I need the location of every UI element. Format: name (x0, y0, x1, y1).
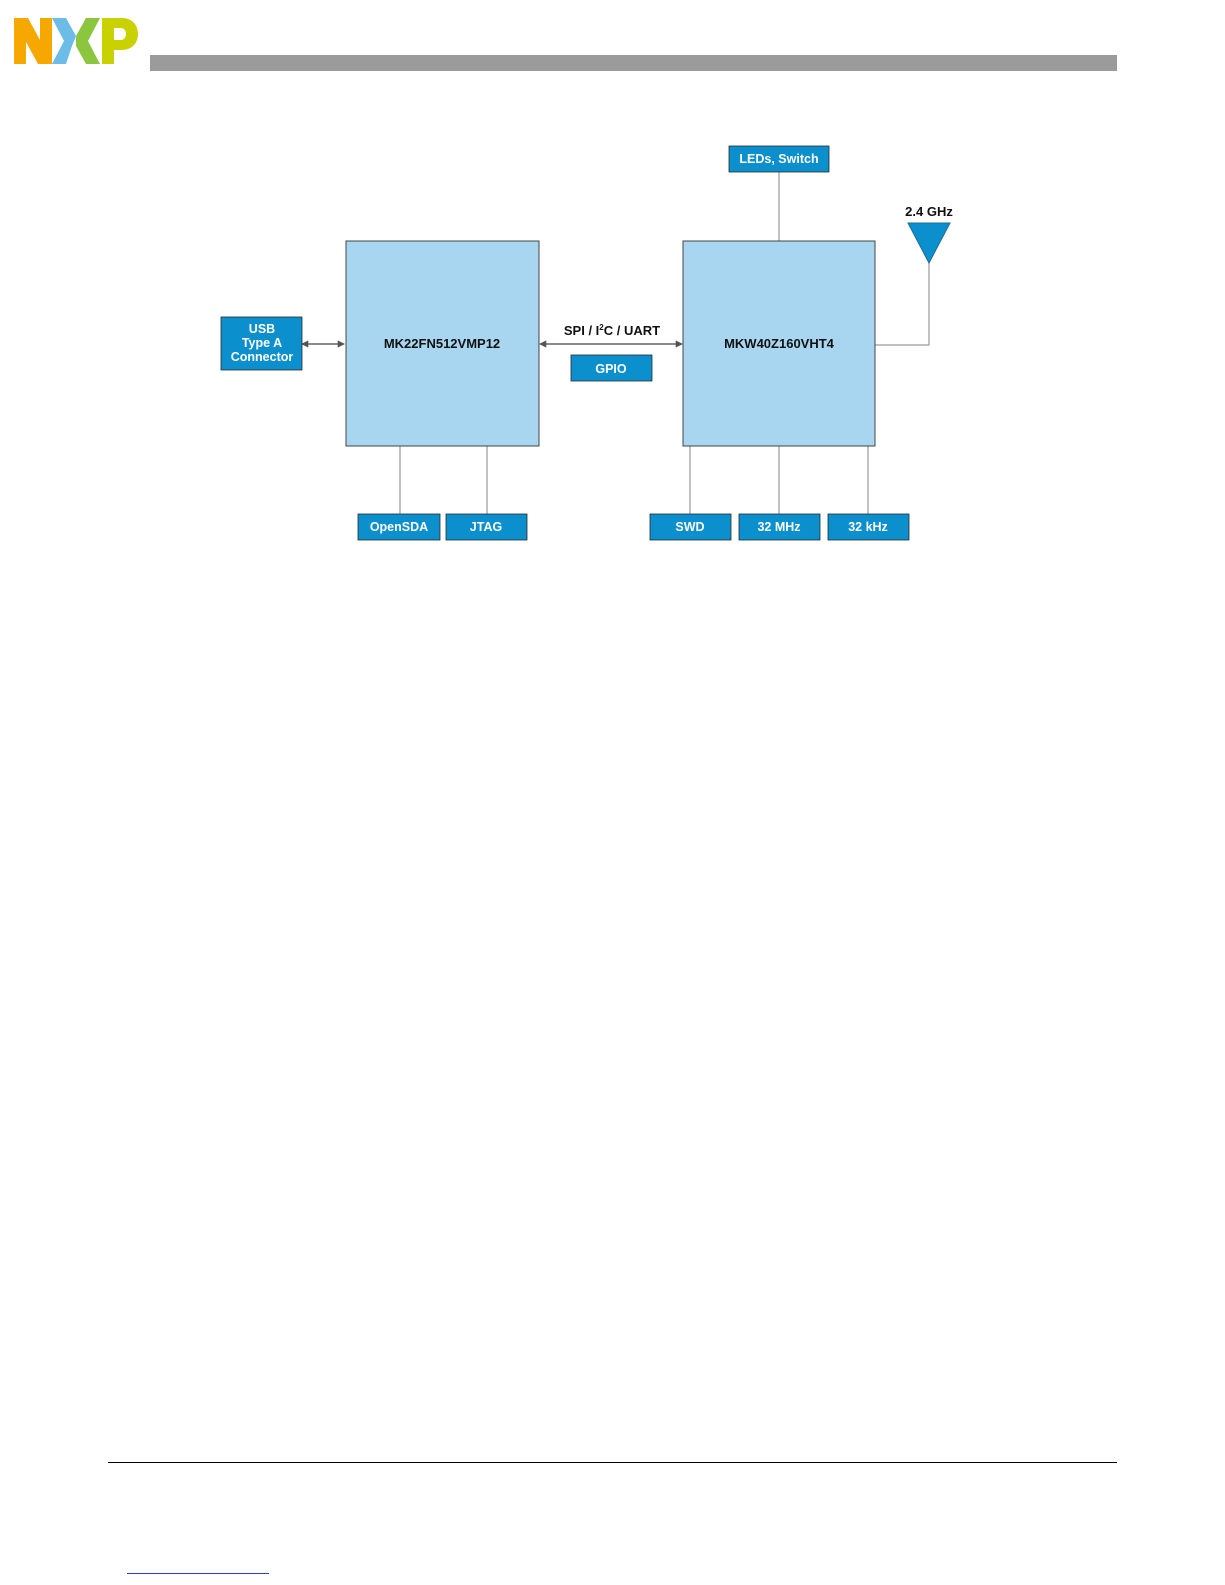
footer-link-underline[interactable] (127, 1573, 269, 1574)
swd-label: SWD (675, 520, 704, 534)
usb-label-line-1: USB (249, 322, 275, 336)
antenna-frequency-label: 2.4 GHz (905, 204, 953, 219)
antenna-icon (908, 223, 950, 263)
block-diagram: MK22FN512VMP12 MKW40Z160VHT4 SPI / I2C /… (0, 0, 1225, 600)
32mhz-label: 32 MHz (757, 520, 800, 534)
antenna-link (875, 262, 929, 345)
jtag-label: JTAG (470, 520, 502, 534)
gpio-label: GPIO (595, 362, 627, 376)
host-mcu-label: MK22FN512VMP12 (384, 336, 500, 351)
footer-rule (108, 1462, 1117, 1463)
bus-label: SPI / I2C / UART (564, 323, 660, 338)
opensda-label: OpenSDA (370, 520, 428, 534)
radio-mcu-label: MKW40Z160VHT4 (724, 336, 835, 351)
usb-label-line-2: Type A (242, 336, 282, 350)
leds-switch-label: LEDs, Switch (739, 152, 818, 166)
32khz-label: 32 kHz (848, 520, 888, 534)
usb-label-line-3: Connector (231, 350, 294, 364)
